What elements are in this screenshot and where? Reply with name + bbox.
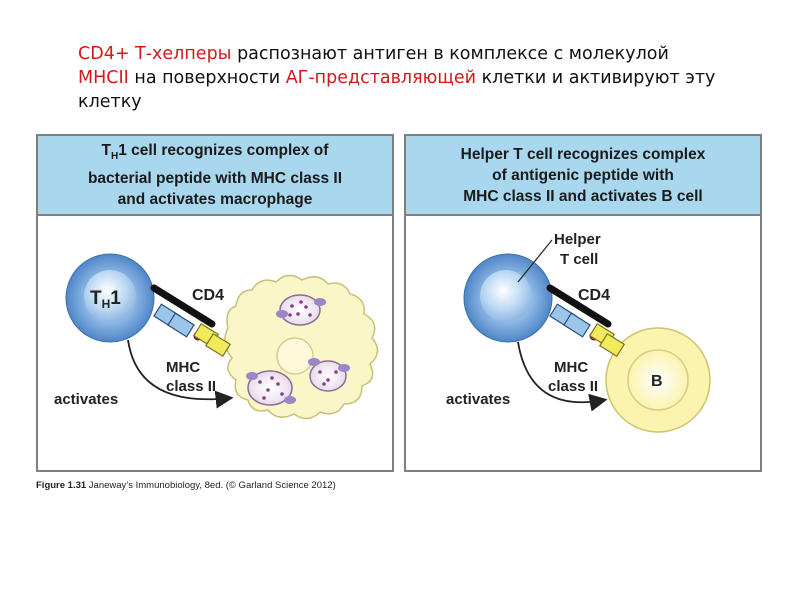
activates-arrow [517,341,608,412]
heading-text-3: клетки и активируют эту клетку [78,68,716,112]
macrophage-nucleus [276,337,314,375]
title-line2: of antigenic peptide with [492,166,674,184]
helper-t-nucleus [480,270,532,322]
panel-th1-macrophage: TH1 cell recognizes complex of bacterial… [36,134,394,472]
title-t: T [101,142,112,160]
tcr-block-2 [563,312,591,338]
mhc-label-line1: MHC [166,359,200,376]
panel-left-title: TH1 cell recognizes complex of bacterial… [38,136,392,216]
title-sub-h: H [111,151,119,163]
mhc-label-line1: MHC [554,359,588,376]
caption-figure-number: Figure 1.31 [36,480,87,491]
panel-right-diagram: B Helper T cell CD4 MHC class II activat… [446,231,711,433]
title-line3: and activates macrophage [117,190,313,208]
mhc-label-line2: class II [548,378,598,395]
heading-apc-term: АГ-представляющей [285,68,476,88]
mhc-label-line2: class II [166,378,216,395]
th1-nucleus [84,270,136,322]
title-line1: Helper T cell recognizes complex [460,145,706,163]
b-cell-nucleus [627,349,689,411]
heading-cd4-term: CD4+ Т-хелперы [78,44,232,64]
title-line3: MHC class II and activates B cell [463,187,703,205]
title-line1-rest: 1 cell recognizes complex of [118,142,329,160]
helper-pointer-line [517,239,553,283]
figure-caption: Figure 1.31 Janeway’s Immunobiology, 8ed… [36,480,336,491]
heading-mhc-term: MHCII [78,68,129,88]
helper-label-line2: T cell [560,251,598,268]
tcr-block-2 [167,312,195,338]
bacteria-vesicle-right [308,358,350,392]
slide-heading: CD4+ Т-хелперы распознают антиген в комп… [78,42,718,114]
cd4-molecule [150,284,216,328]
cd4-label: CD4 [578,287,610,304]
title-line2: bacterial peptide with MHC class II [87,169,343,187]
panel-left-diagram: TH1 CD4 MHC class II activates [54,253,379,420]
heading-text-1: распознают антиген в комплексе с молекул… [231,44,669,64]
activates-arrow [127,339,234,409]
cd4-molecule [546,284,612,328]
bacteria-vesicle-left [246,370,296,406]
panel-right-title: Helper T cell recognizes complex of anti… [406,136,760,216]
th1-cell-label: TH1 [90,288,121,311]
activates-label: activates [446,391,510,408]
b-cell-label: B [651,373,663,390]
helper-label-line1: Helper [554,231,601,248]
panel-helper-b-cell: Helper T cell recognizes complex of anti… [404,134,762,472]
bacteria-vesicle-top [276,294,326,326]
activates-label: activates [54,391,118,408]
caption-source: Janeway’s Immunobiology, 8ed. (© Garland… [86,480,336,491]
mhc-block-2 [598,332,626,358]
heading-text-2: на поверхности [128,68,286,88]
mhc-block-2 [204,332,232,358]
cd4-label: CD4 [192,287,224,304]
